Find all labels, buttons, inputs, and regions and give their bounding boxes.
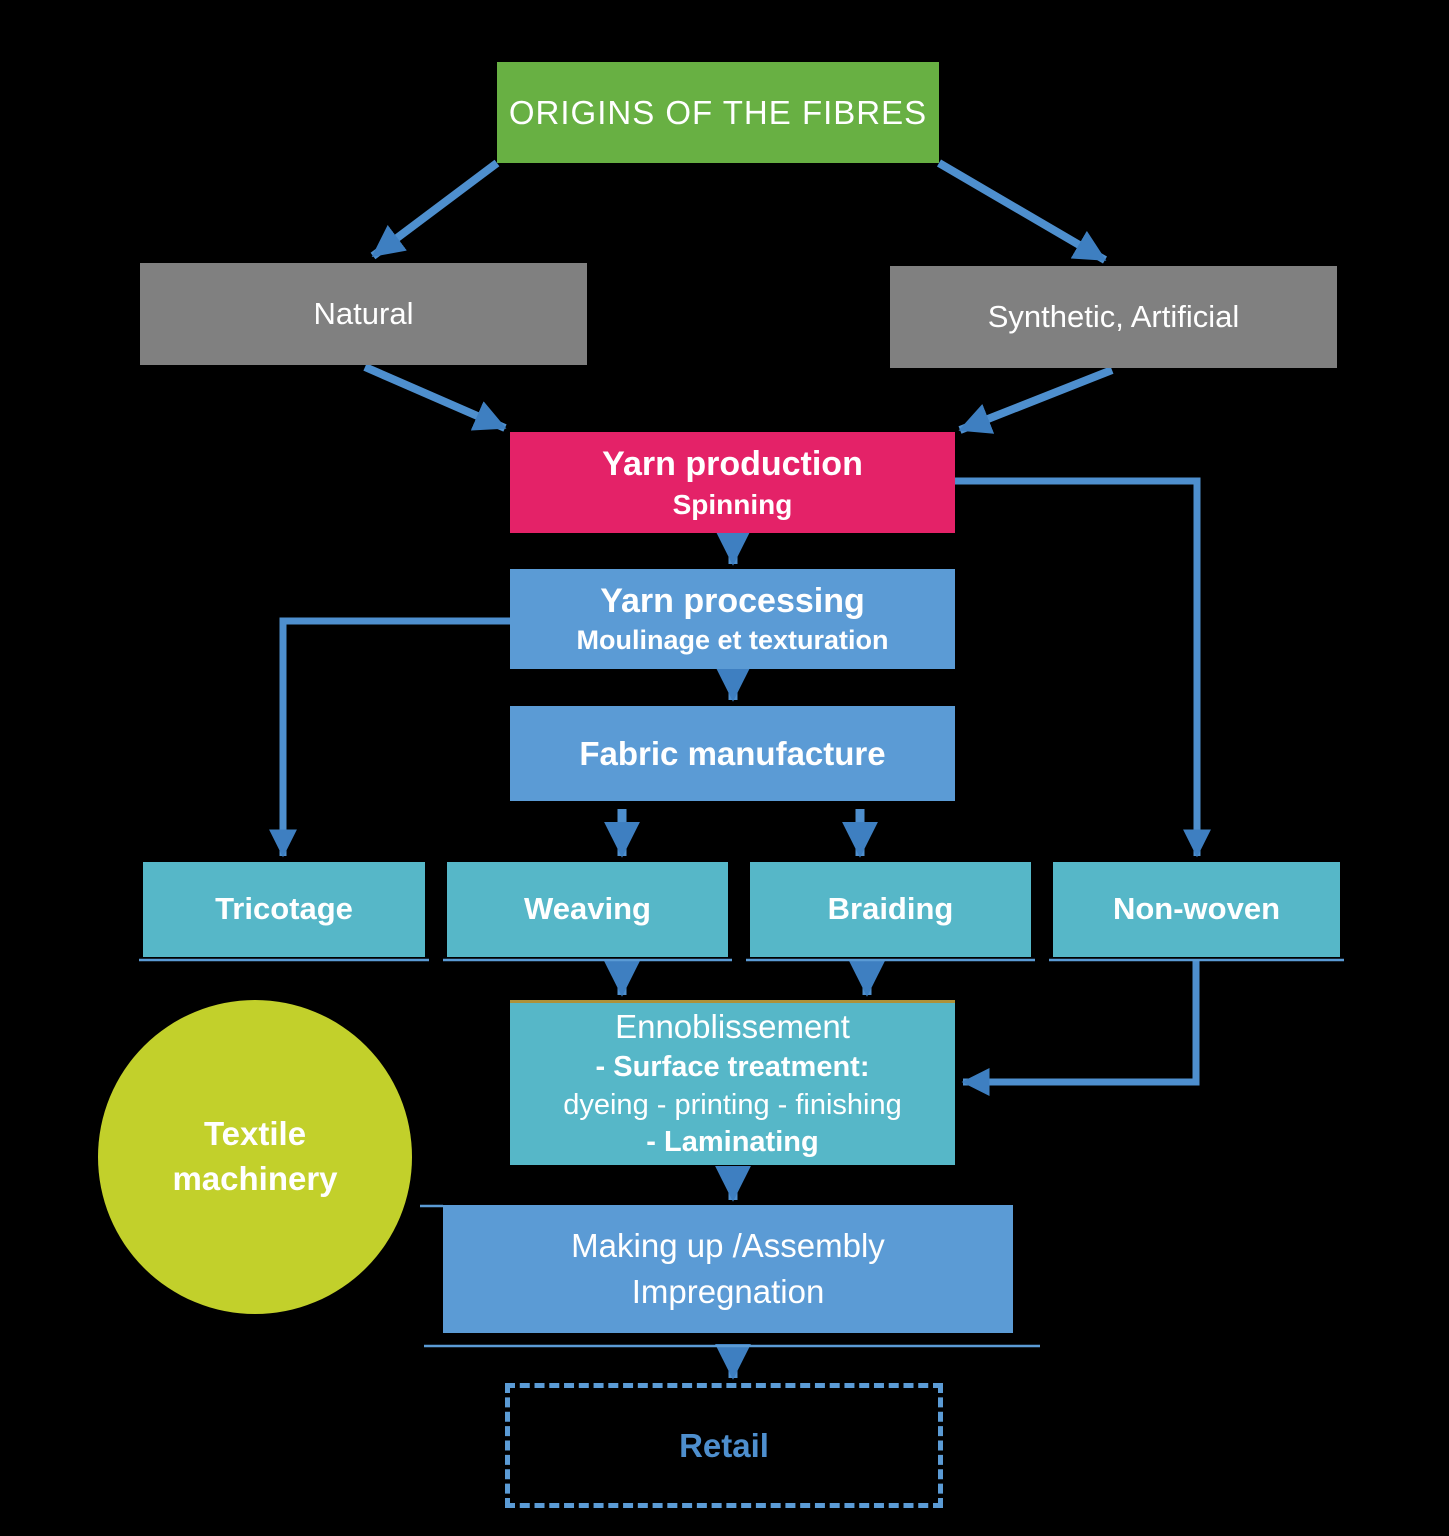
ennoblissement-title: Ennoblissement xyxy=(615,1008,850,1046)
edge-origins-to-natural xyxy=(370,159,500,260)
node-origins-of-the-fibres: ORIGINS OF THE FIBRES xyxy=(497,62,939,163)
non-woven-label: Non-woven xyxy=(1112,891,1281,927)
node-yarn-processing: Yarn processing Moulinage et texturation xyxy=(510,569,955,669)
making-up-line2: Impregnation xyxy=(631,1273,825,1310)
node-braiding: Braiding xyxy=(750,862,1031,957)
node-making-up-assembly: Making up /Assembly Impregnation xyxy=(443,1205,1013,1333)
node-yarn-production: Yarn production Spinning xyxy=(510,432,955,533)
node-ennoblissement: Ennoblissement - Surface treatment: dyei… xyxy=(510,1000,955,1165)
natural-label: Natural xyxy=(313,295,414,331)
edge-origins-to-synthetic xyxy=(936,159,1108,264)
node-synthetic-artificial: Synthetic, Artificial xyxy=(890,266,1337,368)
node-tricotage: Tricotage xyxy=(143,862,425,957)
synthetic-label: Synthetic, Artificial xyxy=(987,298,1240,334)
ennoblissement-surface-treatment: - Surface treatment: xyxy=(595,1050,870,1083)
edge-non-woven-to-ennoblissement xyxy=(961,960,1200,1096)
node-weaving: Weaving xyxy=(447,862,728,957)
edge-yarn-processing-to-tricotage xyxy=(269,617,510,858)
edge-natural-to-yarn-production xyxy=(363,363,507,432)
ennoblissement-laminating: - Laminating xyxy=(646,1126,819,1159)
origins-label: ORIGINS OF THE FIBRES xyxy=(508,93,928,131)
braiding-label: Braiding xyxy=(827,891,954,927)
textile-machinery-line2: machinery xyxy=(172,1160,338,1197)
node-retail: Retail xyxy=(505,1383,943,1508)
ennoblissement-dyeing-printing-finishing: dyeing - printing - finishing xyxy=(563,1088,902,1121)
textile-machinery-circle: Textile machinery xyxy=(98,1000,412,1314)
edge-synthetic-to-yarn-production xyxy=(958,366,1114,434)
yarn-production-subtitle: Spinning xyxy=(672,489,793,521)
textile-machinery-line1: Textile xyxy=(203,1115,307,1153)
yarn-processing-subtitle: Moulinage et texturation xyxy=(576,625,889,656)
yarn-processing-title: Yarn processing xyxy=(600,581,865,620)
yarn-production-title: Yarn production xyxy=(602,444,863,483)
making-up-line1: Making up /Assembly xyxy=(571,1226,885,1264)
tricotage-label: Tricotage xyxy=(215,891,353,927)
weaving-label: Weaving xyxy=(524,891,651,927)
node-non-woven: Non-woven xyxy=(1053,862,1340,957)
fabric-manufacture-label: Fabric manufacture xyxy=(579,734,886,772)
node-fabric-manufacture: Fabric manufacture xyxy=(510,706,955,801)
retail-label: Retail xyxy=(679,1426,769,1464)
node-natural: Natural xyxy=(140,263,587,365)
edge-yarn-production-to-non-woven xyxy=(955,477,1211,858)
